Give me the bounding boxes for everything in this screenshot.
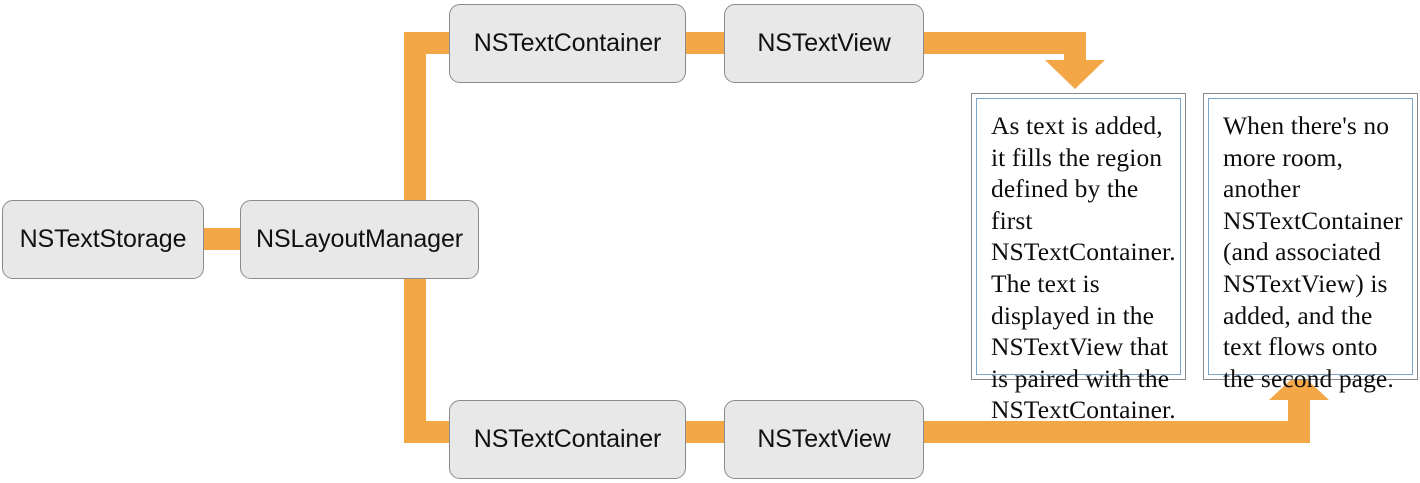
arrowhead-down-icon [1045, 60, 1105, 89]
arrowhead-up-icon [1269, 372, 1329, 400]
node-nstextcontainer-top[interactable]: NSTextContainer [449, 4, 686, 83]
node-label: NSTextStorage [19, 225, 187, 253]
node-nstextstorage[interactable]: NSTextStorage [2, 200, 204, 279]
page-one-body-text: As text is added, it fills the region de… [991, 111, 1176, 425]
node-label: NSTextContainer [473, 425, 662, 453]
node-label: NSTextView [757, 425, 891, 453]
connector-bottom-container-to-textview [683, 421, 727, 443]
page-panel-one-inner: As text is added, it fills the region de… [976, 98, 1181, 424]
node-nstextcontainer-bottom[interactable]: NSTextContainer [449, 400, 686, 479]
page-two-body-text: When there's no more room, another NSTex… [1223, 111, 1403, 393]
page-panel-one: As text is added, it fills the region de… [971, 93, 1186, 424]
connector-top-container-to-textview [683, 32, 727, 54]
connector-top-textview-to-page-one [921, 32, 1105, 89]
node-nstextview-top[interactable]: NSTextView [724, 4, 924, 83]
connector-bottom-textview-to-page-two [921, 372, 1329, 443]
page-panel-two-inner: When there's no more room, another NSTex… [1208, 98, 1413, 393]
node-nslayoutmanager[interactable]: NSLayoutManager [240, 200, 479, 279]
node-label: NSTextContainer [473, 29, 662, 57]
node-nstextview-bottom[interactable]: NSTextView [724, 400, 924, 479]
node-label: NSLayoutManager [256, 225, 463, 253]
connector-storage-to-layoutmanager [200, 228, 244, 250]
node-label: NSTextView [757, 29, 891, 57]
page-panel-two: When there's no more room, another NSTex… [1203, 93, 1418, 393]
